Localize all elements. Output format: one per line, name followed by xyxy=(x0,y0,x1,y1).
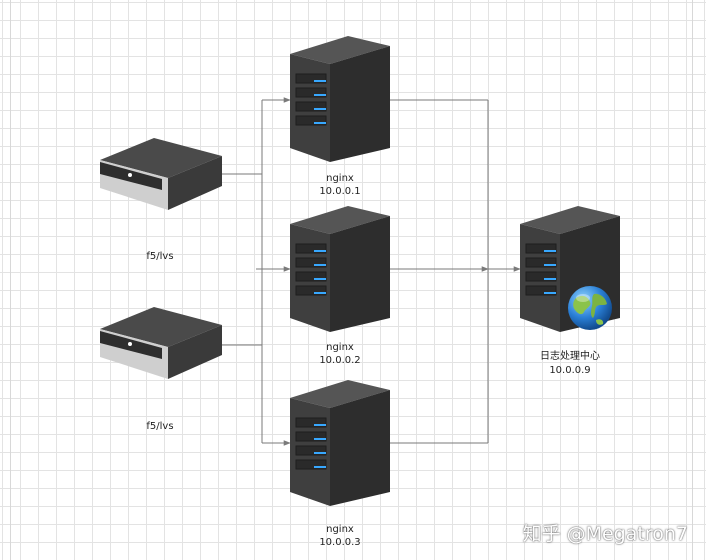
watermark: 知乎 @Megatron7 xyxy=(522,523,688,545)
nginx-server-1-icon xyxy=(290,36,390,162)
load-balancer-1-icon xyxy=(100,138,222,210)
nginx-server-2-ip: 10.0.0.2 xyxy=(319,355,361,366)
load-balancer-1-label: f5/lvs xyxy=(146,251,174,262)
canvas-border-right xyxy=(692,0,693,560)
load-balancer-2-icon xyxy=(100,307,222,379)
log-center-name: 日志处理中心 xyxy=(540,351,600,362)
nginx-server-3-name: nginx xyxy=(326,524,354,535)
log-center-ip: 10.0.0.9 xyxy=(549,365,591,376)
nginx-server-2-icon xyxy=(290,206,390,332)
canvas-border-left xyxy=(10,0,11,560)
nginx-server-3-ip: 10.0.0.3 xyxy=(319,537,361,548)
load-balancer-2-label: f5/lvs xyxy=(146,421,174,432)
nginx-server-2-name: nginx xyxy=(326,342,354,353)
globe-icon xyxy=(568,286,612,330)
nginx-server-1-name: nginx xyxy=(326,173,354,184)
nginx-server-1-ip: 10.0.0.1 xyxy=(319,186,361,197)
nginx-server-3-icon xyxy=(290,380,390,506)
